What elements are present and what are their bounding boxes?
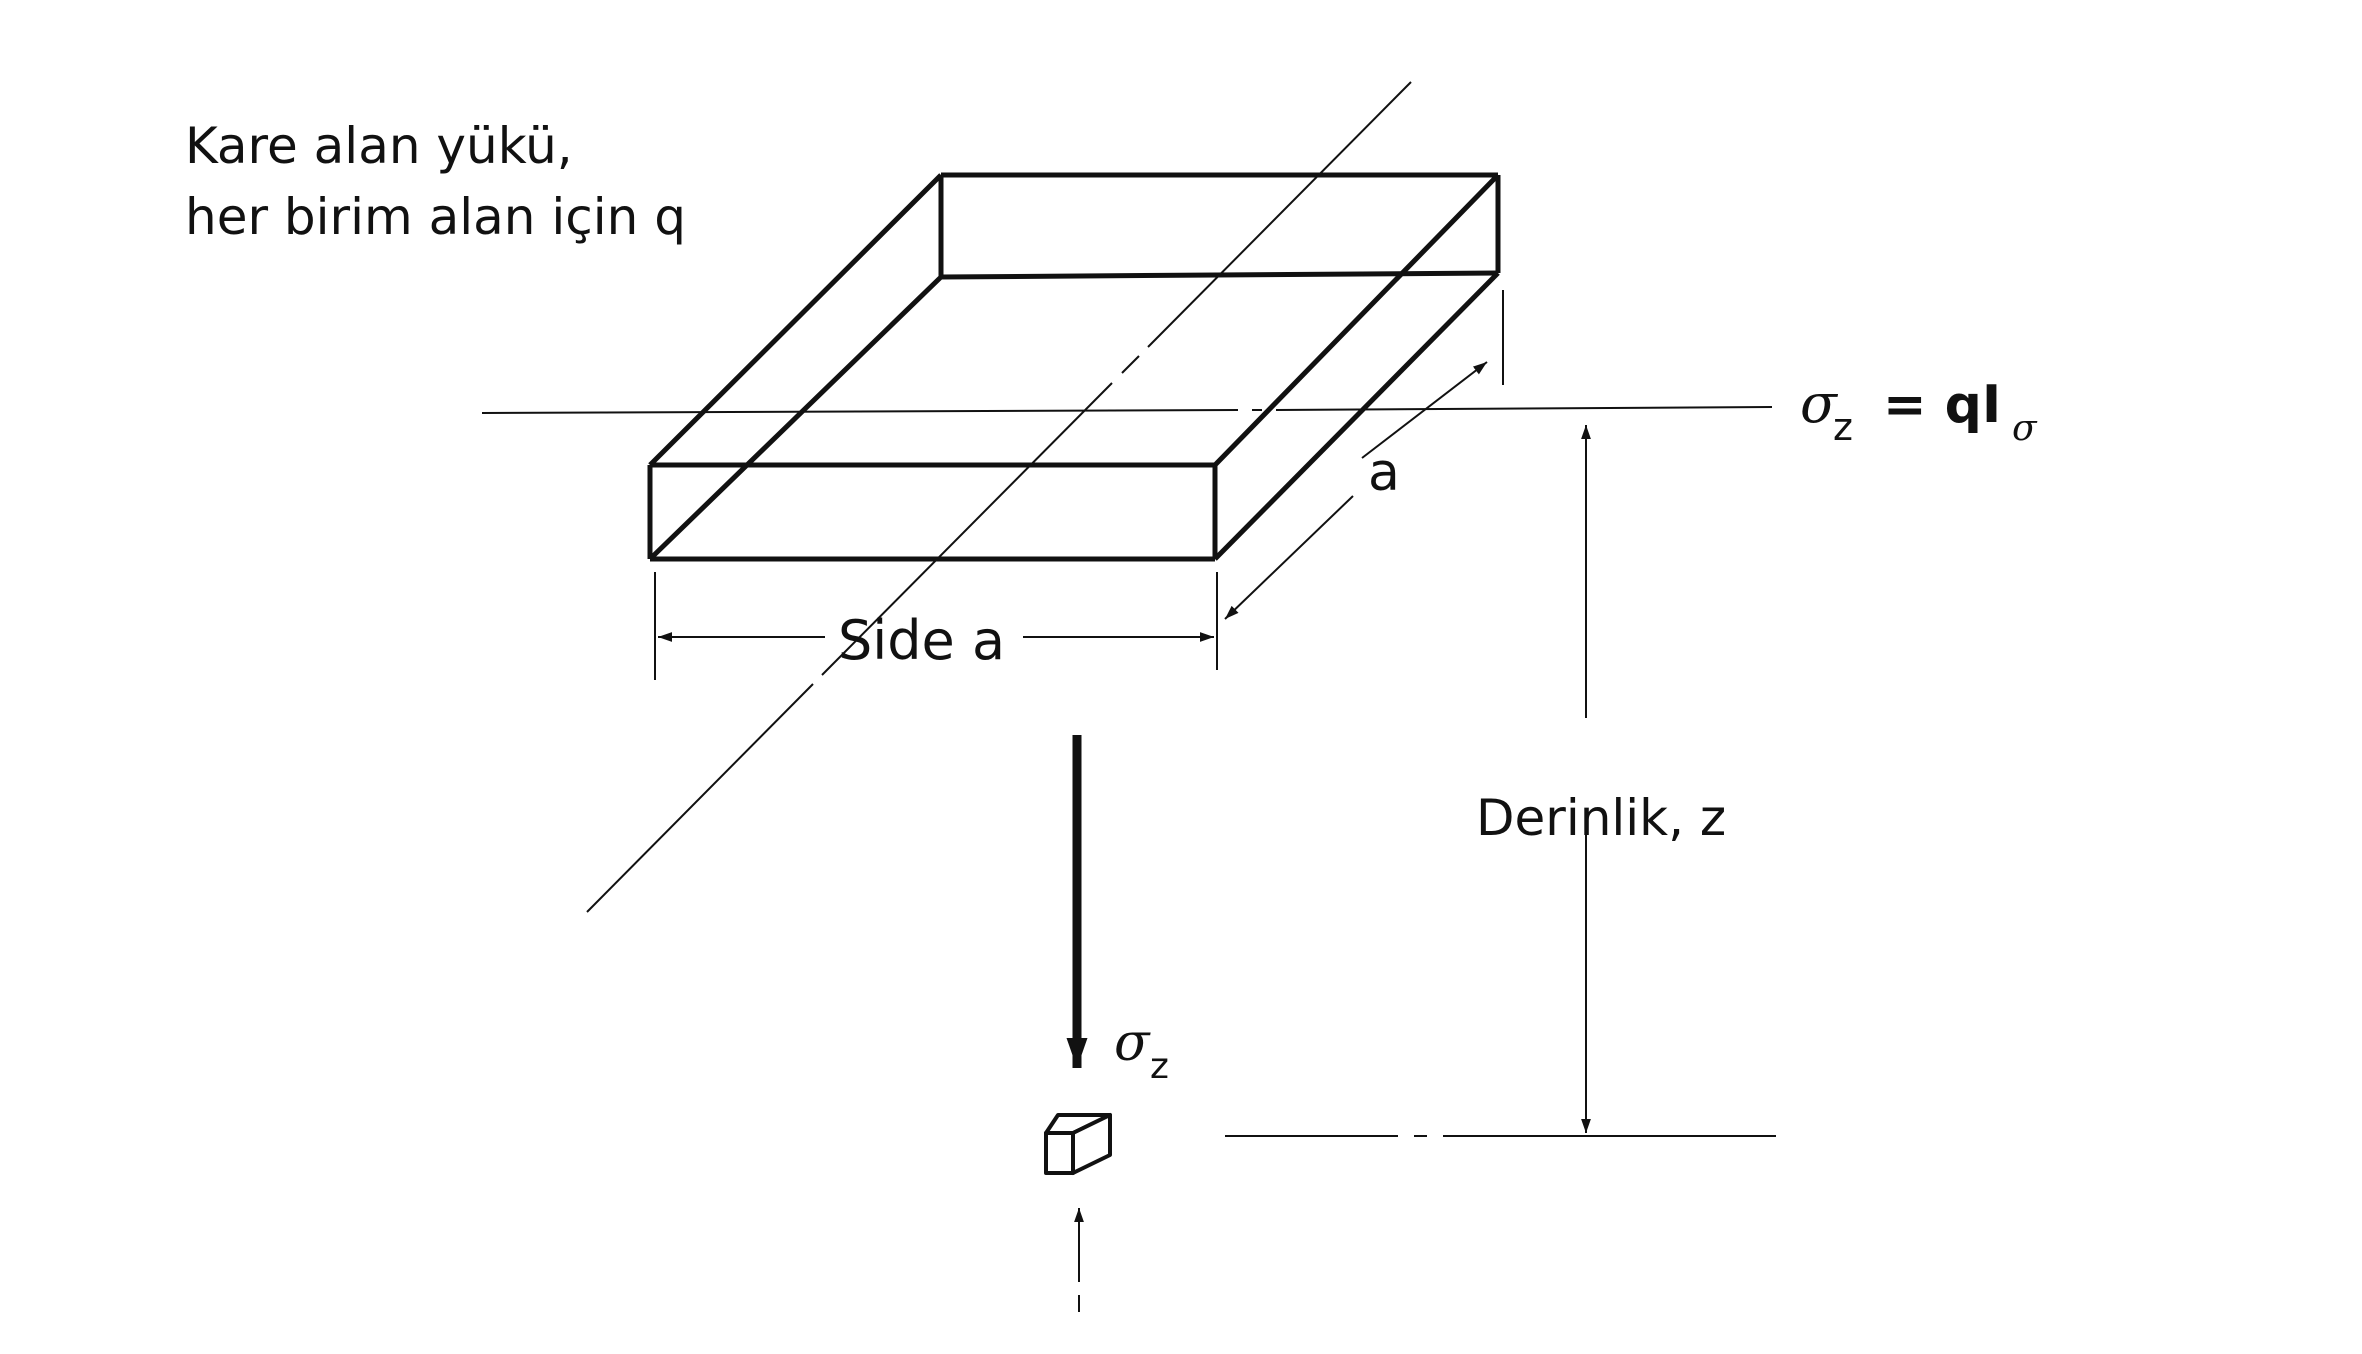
soil-element-cube [1044, 1113, 1112, 1175]
diagonal-axis [586, 81, 1412, 913]
equation-rhs: = qI [1883, 375, 2001, 435]
stress-label-subscript: z [1150, 1046, 1169, 1087]
side-label: Side a [838, 609, 1005, 672]
depth-label: Derinlik, z [1476, 789, 1726, 847]
surface-reference-line [481, 406, 1773, 414]
stress-label: σ z [1114, 1013, 1169, 1087]
side-dimension [654, 572, 1218, 680]
depth-side-dimension [1224, 290, 1504, 620]
depth-side-label: a [1368, 443, 1400, 503]
load-label-line1: Kare alan yükü, [185, 117, 573, 175]
equation-rhs-subscript: σ [2012, 408, 2038, 449]
square-load-slab [647, 172, 1501, 562]
equation-sigma-subscript: z [1833, 405, 1853, 449]
equation-sigma: σ [1800, 372, 1839, 435]
stress-label-sigma: σ [1114, 1013, 1151, 1073]
load-label-line2: her birim alan için q [185, 188, 686, 246]
stress-equation: σ z = qI σ [1800, 372, 2038, 449]
